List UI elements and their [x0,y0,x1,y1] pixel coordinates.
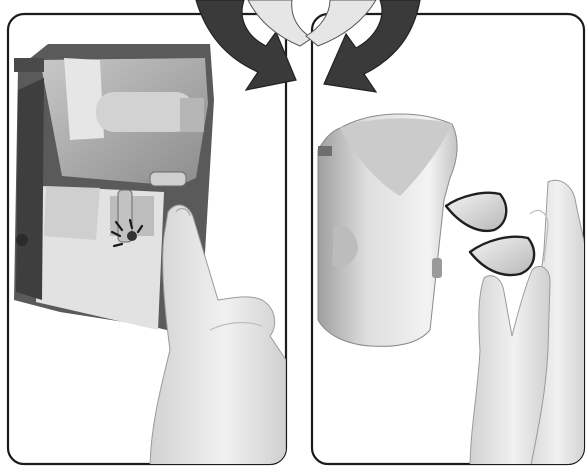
left-panel [8,14,286,470]
